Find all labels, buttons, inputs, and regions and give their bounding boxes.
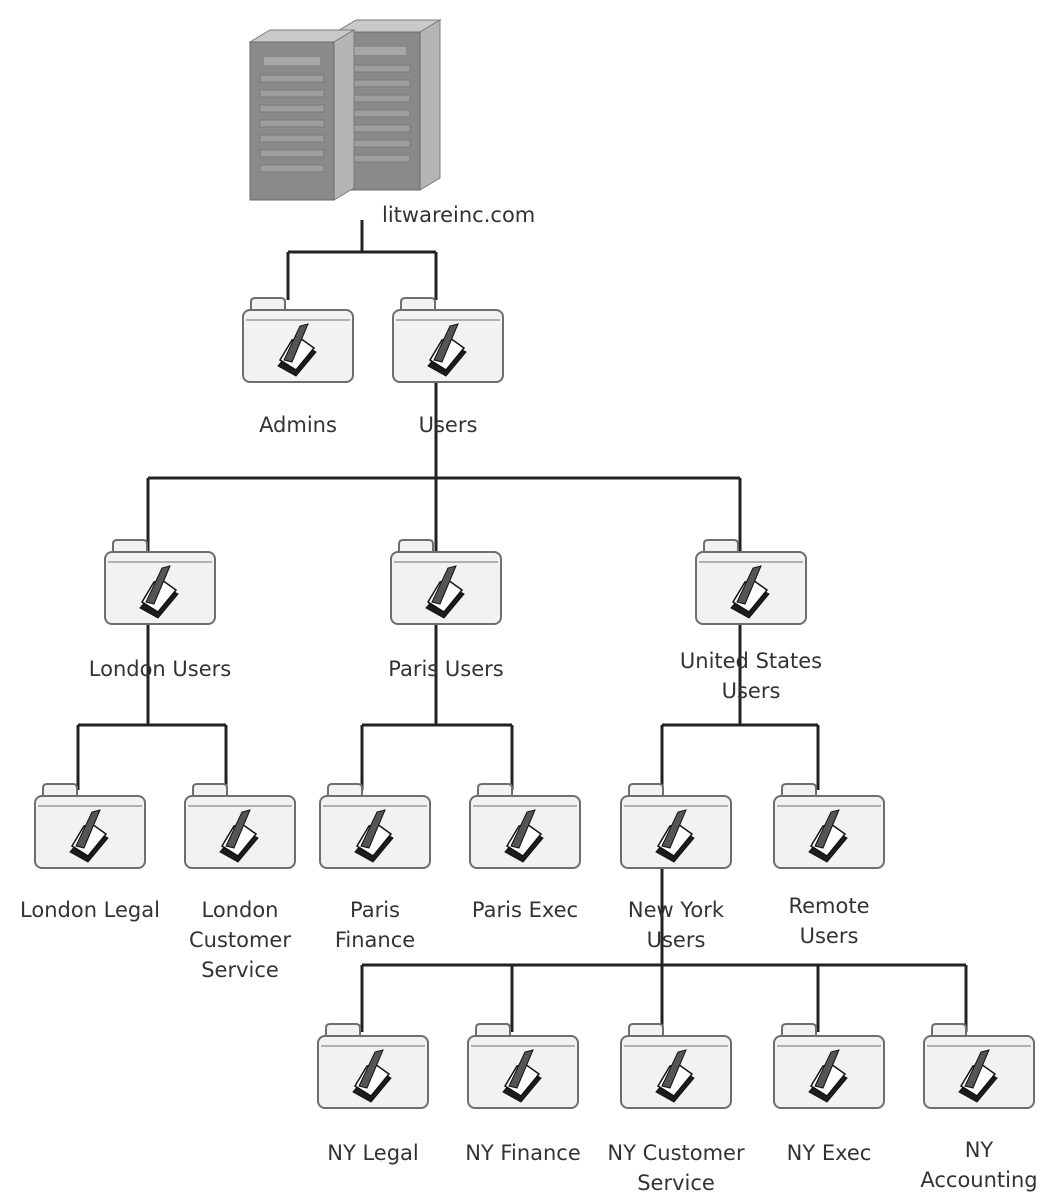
folder-label: Paris Exec (472, 898, 578, 922)
server-tower-front (248, 29, 356, 201)
folder-label-line: London (202, 898, 279, 922)
folder-label-line: NY Exec (787, 1141, 872, 1165)
folder-ny-finance[interactable]: NY Finance (465, 1023, 581, 1165)
ou-book-icon (139, 565, 179, 619)
folder-label-line: Paris Exec (472, 898, 578, 922)
ou-book-icon (352, 1049, 392, 1103)
folder-label-line: NY Legal (327, 1141, 419, 1165)
folder-label-line: Paris Users (388, 657, 503, 681)
folder-label-line: Accounting (920, 1168, 1037, 1192)
folder-label-line: Users (647, 928, 706, 952)
ou-book-icon (730, 565, 770, 619)
folder-label: London Users (89, 657, 231, 681)
ou-book-icon (427, 323, 467, 377)
folder-label: Users (419, 413, 478, 437)
folder-label-line: London Legal (20, 898, 160, 922)
folder-label-line: Users (800, 924, 859, 948)
folder-label-line: United States (680, 649, 822, 673)
folder-label-line: Service (201, 958, 279, 982)
folder-paris-exec[interactable]: Paris Exec (469, 783, 581, 922)
folder-label-line: NY (965, 1138, 994, 1162)
folder-label-line: New York (628, 898, 725, 922)
folder-label: London Legal (20, 898, 160, 922)
folder-label: NY Exec (787, 1141, 872, 1165)
folder-london-users[interactable]: London Users (89, 539, 231, 681)
folder-admins[interactable]: Admins (242, 297, 354, 437)
ou-book-icon (808, 1049, 848, 1103)
folder-label: Admins (259, 413, 337, 437)
folder-label: NY Legal (327, 1141, 419, 1165)
ou-book-icon (425, 565, 465, 619)
folder-label-line: NY Customer (607, 1141, 745, 1165)
folder-label-line: Customer (189, 928, 291, 952)
ou-book-icon (655, 809, 695, 863)
folder-label: NY Accounting (920, 1138, 1037, 1192)
ou-book-icon (808, 809, 848, 863)
folder-label-line: Service (637, 1171, 715, 1195)
ou-book-icon (655, 1049, 695, 1103)
ou-book-icon (958, 1049, 998, 1103)
folder-london-legal[interactable]: London Legal (20, 783, 160, 922)
folder-ny-accounting[interactable]: NY Accounting (920, 1023, 1038, 1192)
folder-label-line: Finance (335, 928, 415, 952)
folder-label-line: Remote (788, 894, 869, 918)
ou-book-icon (504, 809, 544, 863)
ou-book-icon (502, 1049, 542, 1103)
folder-ny-legal[interactable]: NY Legal (317, 1023, 429, 1165)
folder-users[interactable]: Users (392, 297, 504, 437)
folder-label-line: NY Finance (465, 1141, 581, 1165)
ou-book-icon (354, 809, 394, 863)
folder-label-line: Users (722, 679, 781, 703)
folder-label-line: Admins (259, 413, 337, 437)
domain-label: litwareinc.com (382, 203, 535, 227)
folder-label-line: London Users (89, 657, 231, 681)
folder-paris-users[interactable]: Paris Users (388, 539, 504, 681)
ou-book-icon (219, 809, 259, 863)
connector-lines (76, 220, 968, 1032)
folder-label-line: Users (419, 413, 478, 437)
folder-label: NY Finance (465, 1141, 581, 1165)
ou-book-icon (69, 809, 109, 863)
ou-book-icon (277, 323, 317, 377)
folder-ny-exec[interactable]: NY Exec (773, 1023, 885, 1165)
server-rack-icon (248, 19, 442, 201)
folder-label-line: Paris (350, 898, 400, 922)
folder-label: Paris Users (388, 657, 503, 681)
